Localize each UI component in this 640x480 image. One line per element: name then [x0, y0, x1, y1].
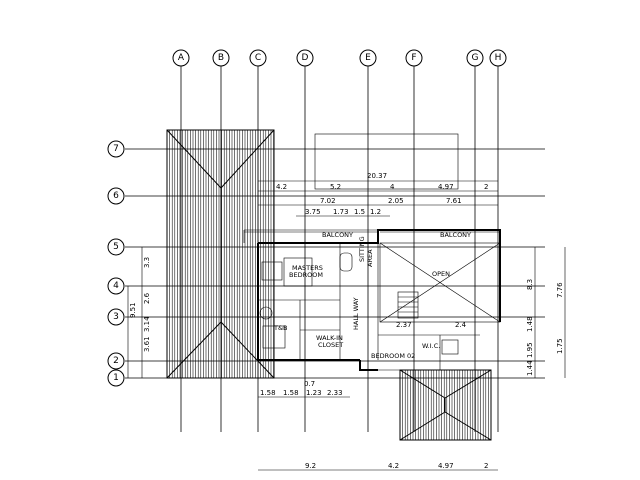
grid-bubble-row-7: 7	[107, 140, 125, 158]
dim-bottom-total-0: 9.2	[305, 462, 316, 470]
master-bedroom-label-1: MASTERS	[292, 264, 323, 272]
grid-bubble-col-g: G	[466, 49, 484, 67]
grid-bubble-row-3: 3	[107, 308, 125, 326]
dim-interior-right-0: 2.37	[396, 321, 412, 329]
dim-bottom-1-3: 2.33	[327, 389, 343, 397]
dim-mid-small: 0.7	[304, 380, 315, 388]
svg-text:C: C	[255, 53, 261, 63]
grid-bubble-col-h: H	[489, 49, 507, 67]
grid-bubble-col-f: F	[405, 49, 423, 67]
tb-label: T&B	[273, 324, 288, 332]
dim-bottom-total-3: 2	[484, 462, 488, 470]
grid-bubble-col-d: D	[296, 49, 314, 67]
svg-text:5: 5	[113, 242, 119, 252]
dim-right-2-0: 7.76	[556, 282, 564, 298]
sitting-area-label-2: AREA	[366, 249, 374, 267]
grid-bubble-row-1: 1	[107, 369, 125, 387]
svg-text:7: 7	[113, 144, 119, 154]
dim-top-1-3: 4.97	[438, 183, 454, 191]
dim-right-1-2: 1.95	[526, 342, 534, 358]
dim-bottom-1-0: 1.58	[260, 389, 276, 397]
dim-top-1-0: 4.2	[276, 183, 287, 191]
dim-top-2-2: 7.61	[446, 197, 462, 205]
grid-bubble-row-6: 6	[107, 187, 125, 205]
svg-text:F: F	[411, 53, 416, 63]
svg-text:4: 4	[113, 281, 119, 291]
upper-roof-outline	[314, 133, 459, 190]
dim-top-3-2: 1.5	[354, 208, 365, 216]
hall-way-label: HALL WAY	[352, 297, 360, 330]
dim-right-2-1: 1.75	[556, 338, 564, 354]
dim-bottom-total-2: 4.97	[438, 462, 454, 470]
walk-in-closet-label-1: WALK-IN	[316, 334, 343, 342]
dim-top-3-0: 3.75	[305, 208, 321, 216]
dim-right-1-0: 8.3	[526, 279, 534, 290]
dim-left-1-2: 3.14	[143, 316, 151, 332]
dim-bottom-total-1: 4.2	[388, 462, 399, 470]
roof-bottom	[399, 369, 492, 441]
sitting-area-label-1: SITTING	[358, 236, 366, 262]
walk-in-closet-label-2: CLOSET	[318, 341, 343, 349]
dim-top-1-1: 5.2	[330, 183, 341, 191]
dimension-text: 20.37 4.2 5.2 4 4.97 2 7.02 2.05 7.61 3.…	[129, 172, 564, 470]
row-bubbles: 7 6 5 4 3 2 1	[107, 140, 125, 387]
building-walls	[243, 229, 501, 371]
dim-right-1-3: 1.44	[526, 360, 534, 376]
dim-top-3-3: 1.2	[370, 208, 381, 216]
open-label: OPEN	[432, 270, 450, 278]
grid-bubble-col-b: B	[212, 49, 230, 67]
svg-text:H: H	[495, 53, 502, 63]
grid-bubble-row-4: 4	[107, 277, 125, 295]
balcony-right-label: BALCONY	[440, 231, 471, 239]
grid-bubble-col-e: E	[359, 49, 377, 67]
bedroom-label: BEDROOM 02	[371, 352, 415, 360]
master-bedroom-label-2: BEDROOM	[289, 271, 323, 279]
balcony-left-label: BALCONY	[322, 231, 353, 239]
dim-bottom-1-1: 1.58	[283, 389, 299, 397]
grid-lines-vertical	[180, 66, 499, 432]
svg-text:A: A	[178, 53, 185, 63]
dim-left-2-0: 9.51	[129, 302, 137, 318]
dim-left-1-0: 3.3	[143, 257, 151, 268]
svg-text:6: 6	[113, 191, 119, 201]
grid-bubble-row-5: 5	[107, 238, 125, 256]
svg-text:G: G	[472, 53, 479, 63]
dim-right-1-1: 1.48	[526, 316, 534, 332]
dim-top-1-4: 2	[484, 183, 488, 191]
room-labels: BALCONY BALCONY MASTERS BEDROOM SITTING …	[273, 231, 471, 360]
svg-text:1: 1	[113, 373, 119, 383]
dim-interior-right-1: 2.4	[455, 321, 467, 329]
dim-total-top: 20.37	[367, 172, 387, 180]
grid-bubble-col-c: C	[249, 49, 267, 67]
dimension-lines	[127, 180, 566, 471]
dim-top-2-0: 7.02	[320, 197, 336, 205]
grid-bubble-col-a: A	[172, 49, 190, 67]
svg-text:B: B	[218, 53, 224, 63]
svg-text:2: 2	[113, 356, 119, 366]
column-bubbles: A B C D E F G H	[172, 49, 507, 67]
dim-top-2-1: 2.05	[388, 197, 404, 205]
dim-top-3-1: 1.73	[333, 208, 349, 216]
dim-left-1-3: 3.61	[143, 336, 151, 352]
svg-text:3: 3	[113, 312, 119, 322]
roof-left	[166, 129, 275, 379]
svg-text:E: E	[365, 53, 371, 63]
dim-top-1-2: 4	[390, 183, 395, 191]
grid-bubble-row-2: 2	[107, 352, 125, 370]
wic-label: W.I.C.	[422, 342, 440, 350]
dim-left-1-1: 2.6	[143, 292, 151, 304]
dim-bottom-1-2: 1.23	[306, 389, 322, 397]
svg-text:D: D	[302, 53, 309, 63]
